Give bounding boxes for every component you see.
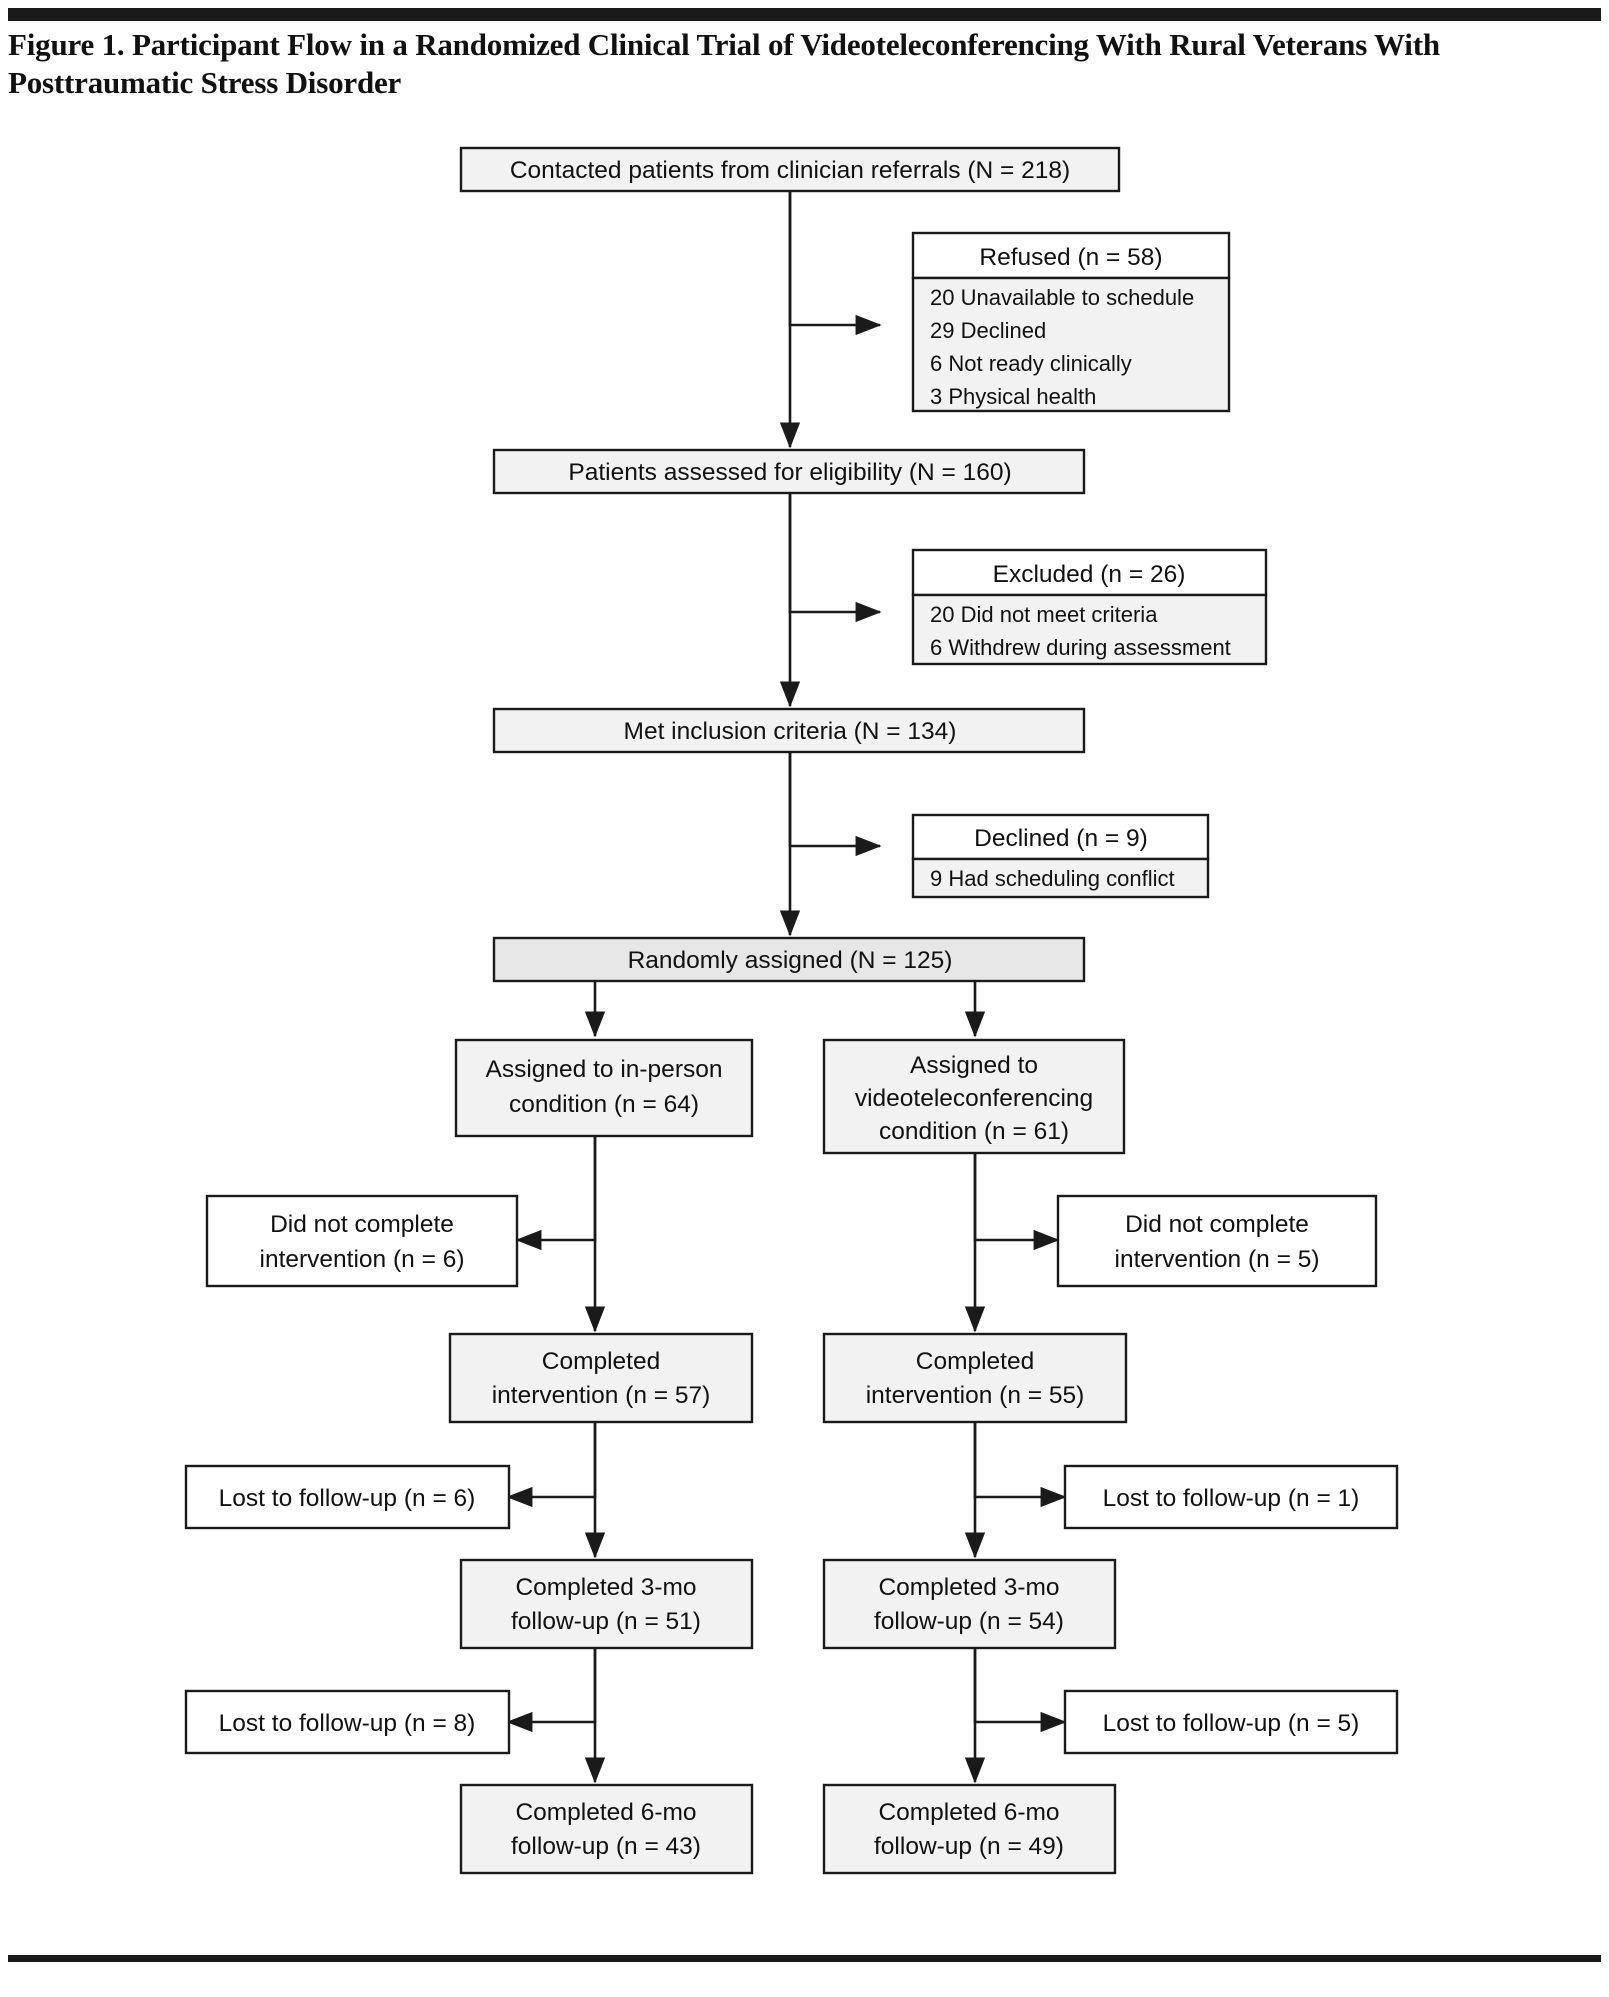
node-assigned-inperson: Assigned to in-person condition (n = 64) (454, 1038, 754, 1138)
node-fu6-left-line-1: Completed 6-mo (515, 1799, 696, 1826)
node-excluded-header: Excluded (n = 26) (993, 561, 1186, 588)
edge-contacted-to-refused (788, 190, 882, 336)
node-randomized-label: Randomly assigned (N = 125) (628, 947, 953, 974)
node-fu3-left: Completed 3-mo follow-up (n = 51) (459, 1558, 754, 1650)
node-completed-right-line-2: intervention (n = 55) (866, 1382, 1085, 1409)
node-assessed-label: Patients assessed for eligibility (N = 1… (568, 459, 1011, 486)
node-fu3-right-line-2: follow-up (n = 54) (874, 1608, 1064, 1635)
edge-fu3-left-to-lost2 (506, 1648, 597, 1733)
node-fu6-left-line-2: follow-up (n = 43) (511, 1833, 701, 1860)
node-assigned-inperson-line-2: condition (n = 64) (509, 1091, 699, 1118)
node-excluded-item-0: 20 Did not meet criteria (930, 602, 1158, 627)
node-refused-item-0: 20 Unavailable to schedule (930, 285, 1194, 310)
node-met-criteria: Met inclusion criteria (N = 134) (492, 707, 1086, 754)
node-fu6-left: Completed 6-mo follow-up (n = 43) (459, 1783, 754, 1875)
node-completed-right: Completed intervention (n = 55) (822, 1332, 1128, 1424)
node-dnc-left-line-1: Did not complete (270, 1211, 454, 1238)
node-fu3-left-line-1: Completed 3-mo (515, 1574, 696, 1601)
node-declined: Declined (n = 9) 9 Had scheduling confli… (911, 813, 1210, 899)
edge-fu3-right-to-lost2 (973, 1648, 1067, 1733)
node-lost2-right: Lost to follow-up (n = 5) (1063, 1689, 1399, 1755)
node-assessed: Patients assessed for eligibility (N = 1… (492, 448, 1086, 495)
edge-assessed-to-excluded (788, 492, 882, 623)
node-lost1-right: Lost to follow-up (n = 1) (1063, 1464, 1399, 1530)
node-assigned-vtc-line-2: videoteleconferencing (855, 1085, 1093, 1112)
node-declined-header: Declined (n = 9) (974, 825, 1148, 852)
node-excluded-item-1: 6 Withdrew during assessment (930, 635, 1231, 660)
node-contacted: Contacted patients from clinician referr… (459, 146, 1121, 193)
node-met-label: Met inclusion criteria (N = 134) (624, 718, 957, 745)
node-fu6-right: Completed 6-mo follow-up (n = 49) (822, 1783, 1117, 1875)
edge-met-to-declined (788, 750, 882, 857)
figure-title: Figure 1. Participant Flow in a Randomiz… (8, 27, 1440, 100)
node-contacted-label: Contacted patients from clinician referr… (510, 157, 1070, 184)
node-dnc-right-line-1: Did not complete (1125, 1211, 1309, 1238)
node-completed-left: Completed intervention (n = 57) (448, 1332, 754, 1424)
node-randomized: Randomly assigned (N = 125) (492, 936, 1086, 983)
node-lost2-left-label: Lost to follow-up (n = 8) (219, 1710, 476, 1737)
node-lost2-left: Lost to follow-up (n = 8) (184, 1689, 511, 1755)
node-declined-item-0: 9 Had scheduling conflict (930, 866, 1175, 891)
node-refused-header: Refused (n = 58) (979, 244, 1162, 271)
edge-vtc-to-dnc-right (973, 1150, 1060, 1251)
node-fu3-right: Completed 3-mo follow-up (n = 54) (822, 1558, 1117, 1650)
edge-completed-right-to-lost1 (973, 1421, 1067, 1508)
node-lost2-right-label: Lost to follow-up (n = 5) (1103, 1710, 1360, 1737)
node-fu6-right-line-1: Completed 6-mo (878, 1799, 1059, 1826)
node-excluded: Excluded (n = 26) 20 Did not meet criter… (911, 548, 1268, 666)
node-assigned-vtc-line-3: condition (n = 61) (879, 1118, 1069, 1145)
node-refused-item-1: 29 Declined (930, 318, 1046, 343)
node-completed-left-line-1: Completed (542, 1348, 660, 1375)
bottom-rule (8, 1955, 1601, 1962)
node-lost1-left: Lost to follow-up (n = 6) (184, 1464, 511, 1530)
node-assigned-inperson-line-1: Assigned to in-person (486, 1056, 723, 1083)
top-rule (8, 8, 1601, 21)
node-completed-right-line-1: Completed (916, 1348, 1034, 1375)
node-assigned-vtc: Assigned to videoteleconferencing condit… (822, 1038, 1126, 1155)
node-assigned-vtc-line-1: Assigned to (910, 1052, 1038, 1079)
node-lost1-left-label: Lost to follow-up (n = 6) (219, 1485, 476, 1512)
node-refused-item-2: 6 Not ready clinically (930, 351, 1132, 376)
node-refused: Refused (n = 58) 20 Unavailable to sched… (911, 231, 1231, 413)
node-refused-item-3: 3 Physical health (930, 384, 1096, 409)
node-fu6-right-line-2: follow-up (n = 49) (874, 1833, 1064, 1860)
edge-inperson-to-dnc-left (515, 1135, 597, 1251)
node-fu3-right-line-1: Completed 3-mo (878, 1574, 1059, 1601)
node-dnc-left: Did not complete intervention (n = 6) (205, 1194, 519, 1288)
node-dnc-right: Did not complete intervention (n = 5) (1056, 1194, 1378, 1288)
edge-completed-left-to-lost1 (506, 1421, 597, 1508)
node-fu3-left-line-2: follow-up (n = 51) (511, 1608, 701, 1635)
node-completed-left-line-2: intervention (n = 57) (492, 1382, 711, 1409)
node-dnc-right-line-2: intervention (n = 5) (1115, 1246, 1320, 1273)
node-lost1-right-label: Lost to follow-up (n = 1) (1103, 1485, 1360, 1512)
node-dnc-left-line-2: intervention (n = 6) (260, 1246, 465, 1273)
